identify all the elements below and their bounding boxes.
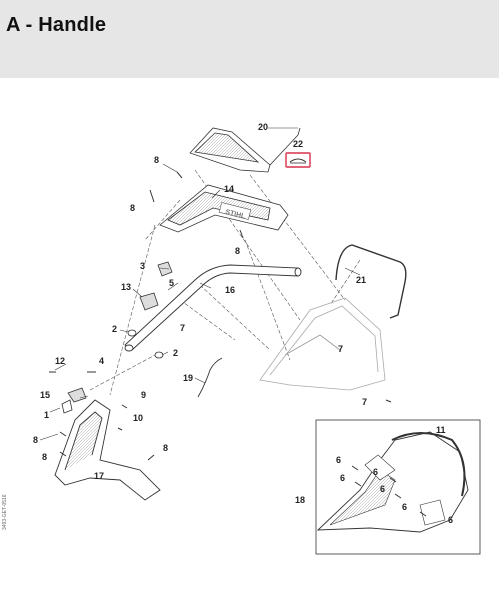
- page-header: A - Handle: [0, 0, 499, 78]
- label-part-12: 12: [55, 356, 65, 366]
- part-labels: 20 22 8 14 8 8 3 5 16 21 13 2 7 2 7 12 4…: [33, 122, 453, 525]
- washer-parts: [127, 329, 164, 359]
- label-part-6: 6: [448, 515, 453, 525]
- label-part-16: 16: [225, 285, 235, 295]
- label-part-8: 8: [42, 452, 47, 462]
- label-part-3: 3: [140, 261, 145, 271]
- label-part-8: 8: [130, 203, 135, 213]
- part-21-wire-bail: [335, 244, 407, 319]
- label-part-6: 6: [402, 502, 407, 512]
- label-part-2: 2: [173, 348, 178, 358]
- label-part-8: 8: [33, 435, 38, 445]
- label-part-6: 6: [373, 467, 378, 477]
- label-part-11: 11: [436, 425, 446, 435]
- label-part-4: 4: [99, 356, 104, 366]
- part-22-highlight: [285, 152, 311, 168]
- label-part-10: 10: [133, 413, 143, 423]
- label-part-22: 22: [293, 139, 303, 149]
- screws: [49, 171, 392, 461]
- callout-leaders: [39, 127, 361, 441]
- brand-logo-text: STIHL: [225, 209, 247, 221]
- part-13-bracket: [139, 292, 159, 311]
- label-part-13: 13: [121, 282, 131, 292]
- label-part-21: 21: [356, 275, 366, 285]
- part-19-cable: [197, 357, 223, 398]
- label-part-1: 1: [44, 410, 49, 420]
- label-part-8: 8: [235, 246, 240, 256]
- part-16-handle-tube: [124, 264, 302, 352]
- label-part-6: 6: [340, 473, 345, 483]
- label-part-6: 6: [380, 484, 385, 494]
- document-code: 3493-GET-0516: [2, 494, 8, 530]
- part-3-clamp: [157, 261, 173, 277]
- label-part-7: 7: [362, 397, 367, 407]
- part-14-console: [159, 184, 289, 233]
- label-part-7: 7: [180, 323, 185, 333]
- label-part-9: 9: [141, 390, 146, 400]
- part-17-lower-frame: [54, 399, 161, 501]
- label-part-19: 19: [183, 373, 193, 383]
- part-20-cover: [189, 127, 301, 173]
- label-part-5: 5: [169, 278, 174, 288]
- label-part-8: 8: [154, 155, 159, 165]
- part-15-lever: [61, 387, 87, 414]
- faint-mower-housing: [259, 297, 386, 391]
- label-part-20: 20: [258, 122, 268, 132]
- label-part-2: 2: [112, 324, 117, 334]
- inset-screws: [351, 465, 427, 517]
- inset-detail-box: [315, 419, 481, 555]
- label-part-18: 18: [295, 495, 305, 505]
- label-part-15: 15: [40, 390, 50, 400]
- label-part-8: 8: [163, 443, 168, 453]
- label-part-14: 14: [224, 184, 234, 194]
- label-part-17: 17: [94, 471, 104, 481]
- page-title: A - Handle: [6, 14, 107, 36]
- label-part-7: 7: [338, 344, 343, 354]
- label-part-6: 6: [336, 455, 341, 465]
- assembly-guide-lines: [59, 169, 361, 471]
